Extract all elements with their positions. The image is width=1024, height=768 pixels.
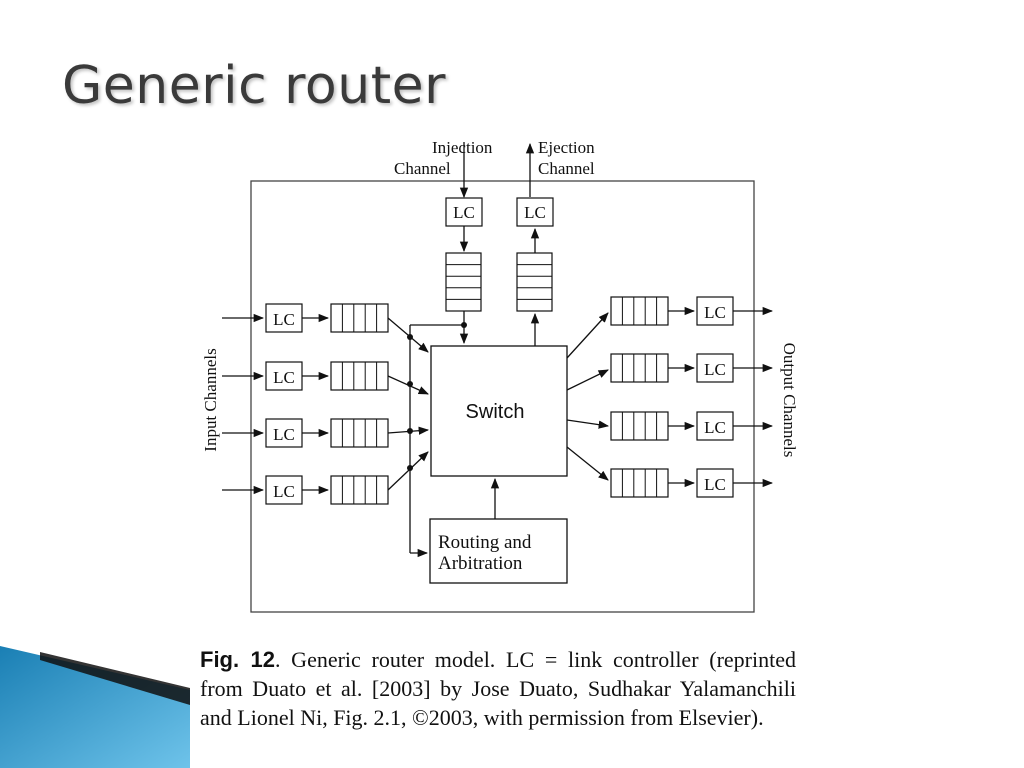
output-row-4: LC — [566, 446, 774, 498]
injection-channel-label-1: Injection — [432, 138, 493, 157]
output-buffer-1 — [610, 296, 669, 326]
input-row-1: LC — [222, 303, 389, 333]
output-lc-label-2: LC — [704, 360, 726, 379]
input-buffer-3 — [330, 418, 389, 448]
routing-label-1: Routing and — [438, 532, 532, 553]
input-row-2: LC — [222, 361, 389, 391]
router-diagram: Injection Channel Ejection Channel LC LC… — [201, 138, 799, 613]
input-lc-box-2 — [265, 361, 303, 391]
injection-lc-box — [445, 197, 483, 227]
input-lc-label-2: LC — [273, 368, 295, 387]
routing-label-2: Arbitration — [438, 553, 523, 574]
input-channels-label: Input Channels — [201, 348, 220, 451]
figure-caption-text: . Generic router model. LC = link contro… — [200, 647, 797, 730]
output-buffer-2 — [610, 353, 669, 383]
output-buffer-4 — [610, 468, 669, 498]
router-boundary — [250, 180, 755, 613]
input-lc-label-4: LC — [273, 482, 295, 501]
output-lc-box-4 — [696, 468, 734, 498]
injection-channel-label-2: Channel — [394, 159, 451, 178]
injection-lc-label: LC — [453, 203, 475, 222]
ejection-channel-label-1: Ejection — [538, 138, 595, 157]
ejection-lc-label: LC — [524, 203, 546, 222]
input-row-3: LC — [222, 418, 389, 448]
routing-arbitration-box — [429, 518, 568, 584]
output-lc-label-4: LC — [704, 475, 726, 494]
input-row-4: LC — [222, 475, 389, 505]
input-buffer-4 — [330, 475, 389, 505]
corner-decoration — [0, 646, 190, 768]
slide-title: Generic router — [62, 56, 446, 116]
input-lc-label-3: LC — [273, 425, 295, 444]
input-to-switch-connections — [387, 317, 467, 558]
output-buffer-3 — [610, 411, 669, 441]
output-lc-label-1: LC — [704, 303, 726, 322]
input-buffer-1 — [330, 303, 389, 333]
output-row-3: LC — [566, 411, 774, 441]
injection-buffer — [445, 252, 482, 312]
output-lc-box-3 — [696, 411, 734, 441]
ejection-buffer — [516, 252, 553, 312]
ejection-lc-box — [516, 197, 554, 227]
output-channels-label: Output Channels — [780, 343, 799, 458]
switch-box — [430, 345, 568, 477]
input-lc-label-1: LC — [273, 310, 295, 329]
input-buffer-2 — [330, 361, 389, 391]
figure-label: Fig. 12 — [200, 647, 275, 672]
switch-label: Switch — [466, 401, 525, 423]
ejection-channel-label-2: Channel — [538, 159, 595, 178]
output-row-2: LC — [566, 353, 774, 391]
output-lc-box-2 — [696, 353, 734, 383]
figure-caption: Fig. 12. Generic router model. LC = link… — [200, 645, 796, 732]
input-lc-box-1 — [265, 303, 303, 333]
output-lc-label-3: LC — [704, 418, 726, 437]
output-row-1: LC — [566, 296, 774, 359]
